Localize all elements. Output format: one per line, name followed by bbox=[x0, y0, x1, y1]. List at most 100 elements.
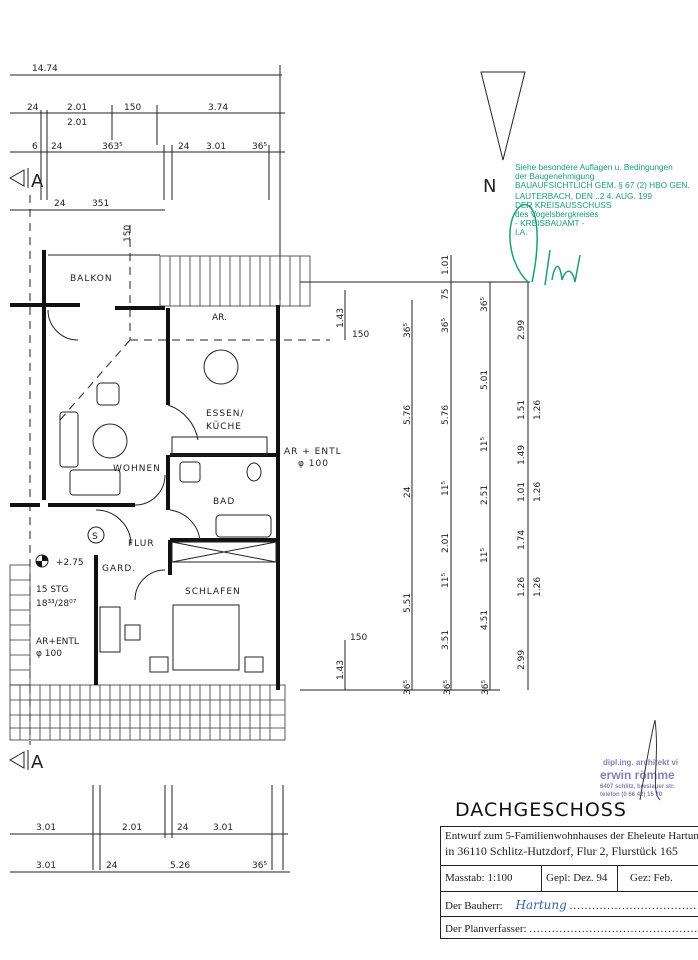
svg-text:BAUAUFSICHTLICH GEM. § 67 (2): BAUAUFSICHTLICH GEM. § 67 (2) HBO GEN. bbox=[515, 180, 690, 190]
planner-label: Der Planverfasser: bbox=[445, 923, 527, 935]
scale-row: Masstab: 1:100 Gepl: Dez. 94 Gez: Feb. bbox=[441, 866, 698, 892]
svg-text:150: 150 bbox=[350, 633, 367, 643]
note-ar: AR. bbox=[212, 313, 227, 323]
svg-text:6407 schlitz, breslauer str.: 6407 schlitz, breslauer str. bbox=[600, 784, 675, 790]
svg-text:A: A bbox=[31, 752, 44, 773]
svg-text:5.26: 5.26 bbox=[170, 861, 190, 871]
room-gard: GARD. bbox=[102, 564, 136, 574]
svg-text:1.26: 1.26 bbox=[533, 482, 543, 502]
section-mark-top: A bbox=[8, 168, 44, 192]
client-row: Der Bauherr: Hartung ...................… bbox=[441, 892, 698, 917]
vertical-dimensions: 1.43 150 1.43 150 36⁵ 5.76 24 5.51 36⁵ 1… bbox=[300, 255, 543, 695]
drawn-date: Gez: Feb. bbox=[630, 872, 673, 884]
plan: S BALKON ESSEN/ KÜCHE WOHNEN BAD FLUR GA… bbox=[9, 225, 342, 741]
svg-text:2.99: 2.99 bbox=[517, 650, 527, 670]
svg-text:11⁵: 11⁵ bbox=[441, 481, 451, 496]
svg-text:N: N bbox=[483, 176, 496, 197]
title-block: Entwurf zum 5-Familienwohnhauses der Ehe… bbox=[440, 826, 698, 939]
svg-text:36⁵: 36⁵ bbox=[480, 297, 490, 312]
room-kueche: KÜCHE bbox=[206, 421, 242, 432]
svg-text:1.43: 1.43 bbox=[336, 660, 346, 680]
dim: 24 bbox=[54, 199, 66, 209]
svg-text:- KREISBAUAMT -: - KREISBAUAMT - bbox=[515, 218, 585, 228]
svg-text:4.51: 4.51 bbox=[480, 610, 490, 630]
level-mark: +2.75 bbox=[56, 558, 84, 568]
dim: 6 bbox=[32, 142, 38, 152]
dim: 2.01 bbox=[67, 118, 87, 128]
approval-signature bbox=[509, 204, 581, 286]
project-line-1: Entwurf zum 5-Familienwohnhauses der Ehe… bbox=[445, 830, 698, 842]
dotted-line: ........................................… bbox=[529, 923, 698, 935]
svg-text:LAUTERBACH, DEN ..2 4. AUG. 19: LAUTERBACH, DEN ..2 4. AUG. 199 bbox=[515, 191, 652, 201]
dim: 2.01 bbox=[67, 103, 87, 113]
scale: Masstab: 1:100 bbox=[441, 866, 542, 891]
svg-text:I.A.: I.A. bbox=[515, 227, 527, 237]
dim: 150 bbox=[123, 225, 133, 242]
svg-text:1.51: 1.51 bbox=[517, 400, 527, 420]
svg-text:5.76: 5.76 bbox=[403, 405, 413, 425]
svg-text:erwin römme: erwin römme bbox=[600, 768, 675, 782]
svg-text:2.99: 2.99 bbox=[517, 320, 527, 340]
svg-text:5.76: 5.76 bbox=[441, 405, 451, 425]
project-line-2: in 36110 Schlitz-Hutzdorf, Flur 2, Flurs… bbox=[445, 844, 678, 858]
dim: 3.01 bbox=[206, 142, 226, 152]
svg-text:24: 24 bbox=[403, 486, 413, 498]
svg-text:der Baugenehmigung: der Baugenehmigung bbox=[515, 171, 595, 181]
note-diameter-left: φ 100 bbox=[36, 649, 62, 659]
svg-text:3.01: 3.01 bbox=[213, 823, 233, 833]
project-description: Entwurf zum 5-Familienwohnhauses der Ehe… bbox=[441, 827, 698, 866]
dim: 351 bbox=[92, 199, 109, 209]
note-diameter: φ 100 bbox=[298, 459, 329, 469]
svg-text:75: 75 bbox=[441, 289, 451, 300]
drawing-title: DACHGESCHOSS bbox=[455, 799, 627, 821]
svg-text:1.74: 1.74 bbox=[517, 530, 527, 550]
svg-text:1.26: 1.26 bbox=[533, 577, 543, 597]
note-ar-entl: AR + ENTL bbox=[284, 447, 342, 457]
svg-text:Siehe besondere Auflagen u. Be: Siehe besondere Auflagen u. Bedingungen bbox=[515, 162, 673, 172]
svg-text:11⁵: 11⁵ bbox=[480, 437, 490, 452]
svg-text:A: A bbox=[31, 171, 44, 192]
dim-overall: 14.74 bbox=[32, 64, 58, 74]
room-wohnen: WOHNEN bbox=[113, 464, 161, 474]
svg-text:1.01: 1.01 bbox=[441, 255, 451, 275]
planned-date: Gepl: Dez. 94 bbox=[542, 866, 618, 891]
svg-text:11⁵: 11⁵ bbox=[441, 573, 451, 588]
room-essen: ESSEN/ bbox=[206, 409, 245, 419]
svg-text:36⁵: 36⁵ bbox=[403, 323, 413, 338]
dim: 24 bbox=[178, 142, 190, 152]
svg-text:36⁵: 36⁵ bbox=[441, 318, 451, 333]
client-signature: Hartung bbox=[515, 898, 567, 912]
svg-text:dipl.ing. architekt vi: dipl.ing. architekt vi bbox=[603, 758, 678, 767]
room-balkon: BALKON bbox=[70, 274, 113, 284]
svg-text:24: 24 bbox=[177, 823, 189, 833]
svg-text:DER KREISAUSSCHUSS: DER KREISAUSSCHUSS bbox=[515, 200, 612, 210]
svg-text:1.49: 1.49 bbox=[517, 445, 527, 465]
svg-text:36⁵: 36⁵ bbox=[481, 680, 491, 695]
client-label: Der Bauherr: bbox=[445, 900, 503, 912]
room-schlafen: SCHLAFEN bbox=[185, 587, 241, 597]
stairs-ratio: 18³³/28⁰⁷ bbox=[36, 599, 77, 609]
svg-text:2.51: 2.51 bbox=[480, 485, 490, 505]
dotted-line: ........................................… bbox=[569, 900, 698, 912]
bottom-dimensions: 3.01 2.01 24 3.01 3.01 24 5.26 36⁵ bbox=[10, 785, 290, 873]
svg-text:24: 24 bbox=[106, 861, 118, 871]
dim: 24 bbox=[51, 142, 63, 152]
svg-text:3.01: 3.01 bbox=[36, 823, 56, 833]
svg-text:3.51: 3.51 bbox=[441, 630, 451, 650]
svg-text:5.51: 5.51 bbox=[403, 593, 413, 613]
planner-row: Der Planverfasser: .....................… bbox=[441, 917, 698, 942]
svg-text:5.01: 5.01 bbox=[480, 370, 490, 390]
staircase bbox=[9, 564, 31, 686]
north-arrow: N bbox=[480, 71, 526, 197]
note-ar-entl-left: AR+ENTL bbox=[36, 637, 79, 647]
svg-text:1.01: 1.01 bbox=[517, 482, 527, 502]
dim: 3.74 bbox=[208, 103, 228, 113]
dim: 363⁵ bbox=[102, 142, 123, 152]
stairs-count: 15 STG bbox=[36, 585, 69, 595]
room-flur: FLUR bbox=[128, 539, 155, 549]
svg-text:3.01: 3.01 bbox=[36, 861, 56, 871]
svg-text:36⁵: 36⁵ bbox=[252, 861, 267, 871]
svg-text:1.43: 1.43 bbox=[336, 308, 346, 328]
section-mark-bottom: A bbox=[8, 750, 44, 773]
